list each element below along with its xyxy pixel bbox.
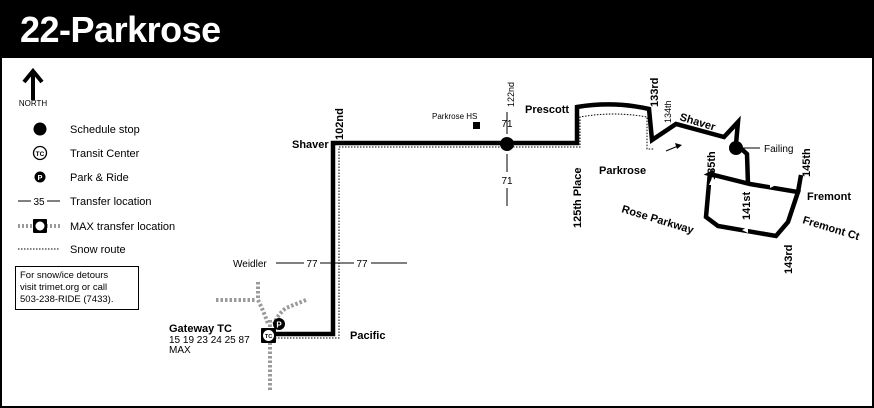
transfer-77-a: 77	[306, 259, 318, 270]
detour-line-1: For snow/ice detours	[20, 270, 109, 281]
park-ride-icon: P	[34, 171, 46, 183]
street-135th: 135th	[706, 151, 718, 180]
transfer-71-north: 71	[501, 119, 513, 130]
transfer-71-south: 71	[501, 176, 513, 187]
street-102nd: 102nd	[334, 108, 346, 140]
place-labels: Parkrose HS Gateway TC 15 19 23 24 25 87…	[169, 112, 477, 356]
gateway-park-ride-icon: P	[273, 318, 285, 330]
street-fremont-ct: Fremont Ct	[801, 214, 861, 243]
street-prescott: Prescott	[525, 104, 569, 116]
street-fremont: Fremont	[807, 191, 851, 203]
street-weidler: Weidler	[233, 259, 267, 270]
north-arrow-icon	[22, 67, 44, 100]
area-parkrose: Parkrose	[599, 165, 646, 177]
max-transfer-icon	[18, 219, 60, 233]
title-bar: 22-Parkrose	[2, 2, 872, 58]
street-141st: 141st	[741, 192, 753, 220]
detour-line-2: visit trimet.org or call	[20, 282, 108, 293]
gateway-routes: 15 19 23 24 25 87	[169, 335, 250, 346]
direction-arrows	[709, 178, 776, 233]
route-22-line	[270, 102, 804, 337]
street-133rd: 133rd	[649, 78, 661, 107]
shaver-arrowhead-icon	[675, 143, 682, 149]
svg-text:P: P	[276, 321, 282, 330]
gateway-transit-center-icon: TC	[261, 328, 276, 343]
street-134th: 134th	[663, 100, 673, 123]
north-label: NORTH	[19, 99, 48, 108]
detour-note: For snow/ice detours visit trimet.org or…	[15, 266, 139, 310]
legend-snow-route: Snow route	[70, 244, 126, 256]
svg-text:TC: TC	[265, 334, 272, 340]
street-shaver-west: Shaver	[292, 139, 329, 151]
svg-text:35: 35	[33, 197, 45, 208]
street-labels: Shaver 102nd Prescott 122nd 133rd 134th …	[233, 78, 861, 342]
legend-max-transfer: MAX transfer location	[70, 221, 175, 233]
street-pacific: Pacific	[350, 330, 385, 342]
street-122nd: 122nd	[506, 82, 516, 107]
street-rose-parkway: Rose Parkway	[620, 203, 696, 237]
legend-transfer-location: Transfer location	[70, 196, 152, 208]
legend-transit-center: Transit Center	[70, 148, 140, 160]
street-125th-place: 125th Place	[572, 167, 584, 228]
legend-park-ride: Park & Ride	[70, 172, 129, 184]
transfer-numbers: 71 71 77 77	[306, 119, 513, 270]
street-failing: Failing	[764, 144, 793, 155]
street-145th: 145th	[801, 148, 813, 177]
legend: NORTH Schedule stop TC Transit Center P …	[18, 67, 175, 256]
svg-text:TC: TC	[36, 151, 45, 158]
transfer-77-b: 77	[356, 259, 368, 270]
detour-line-3: 503-238-RIDE (7433).	[20, 294, 114, 305]
legend-schedule-stop: Schedule stop	[70, 124, 140, 136]
transfer-location-icon: 35	[18, 197, 60, 208]
shaver-arrow-icon	[665, 145, 679, 152]
parkrose-hs-icon	[473, 122, 480, 129]
place-parkrose-hs: Parkrose HS	[432, 112, 477, 121]
snow-route	[272, 113, 654, 339]
place-gateway-tc: Gateway TC	[169, 323, 232, 335]
transfer-lines	[276, 112, 508, 264]
schedule-stop-122nd	[500, 137, 514, 151]
svg-text:P: P	[37, 173, 42, 182]
max-lines	[216, 282, 307, 392]
street-143rd: 143rd	[783, 245, 795, 274]
route-title: 22-Parkrose	[20, 9, 221, 50]
transit-center-icon: TC	[32, 145, 48, 161]
schedule-stop-icon	[33, 122, 47, 136]
gateway-max: MAX	[169, 345, 191, 356]
